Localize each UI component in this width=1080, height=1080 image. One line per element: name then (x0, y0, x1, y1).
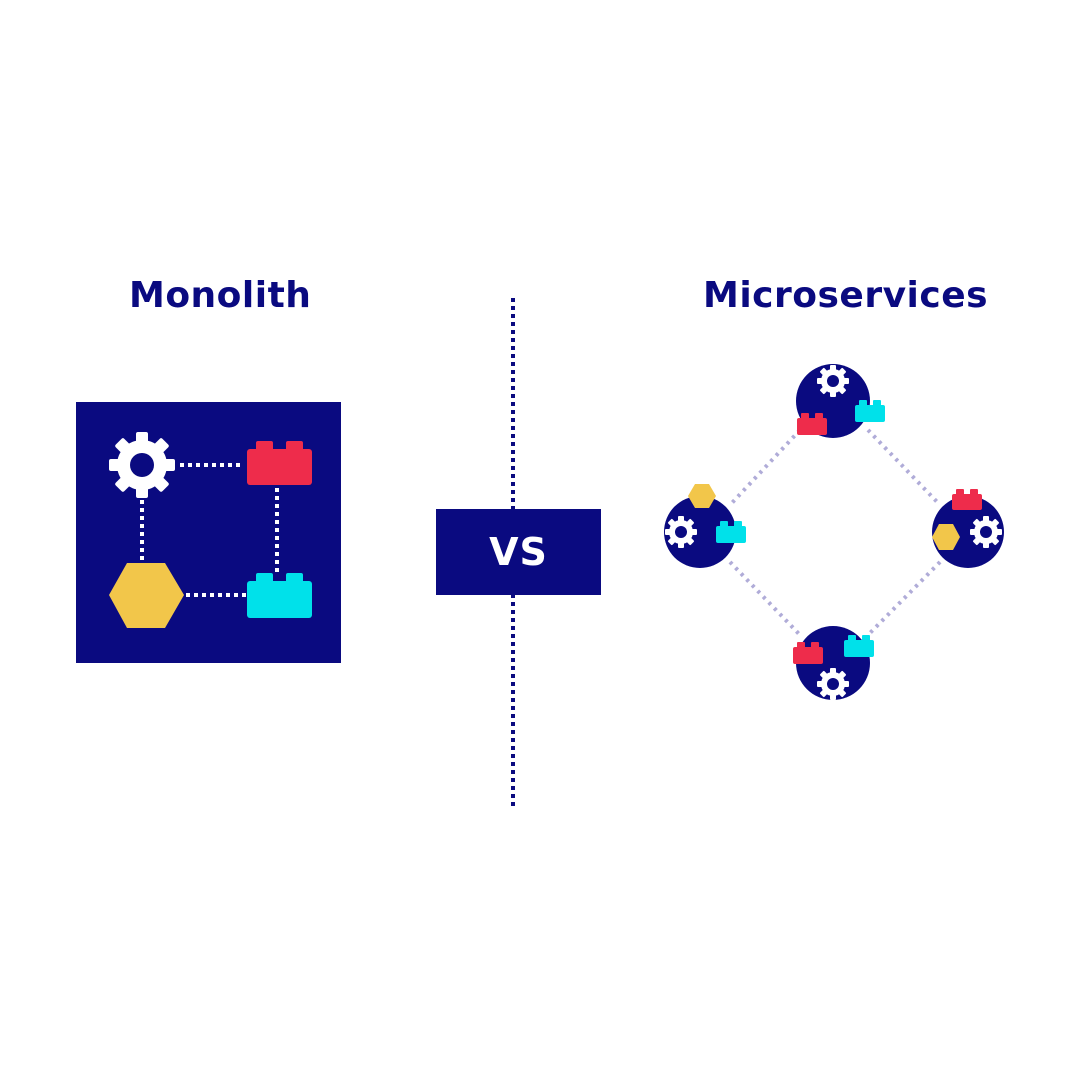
lego-brick-icon (247, 441, 312, 485)
gear-icon (817, 668, 849, 700)
service-node-right (932, 489, 1004, 568)
service-node-bottom (793, 626, 874, 700)
lego-brick-icon (716, 521, 746, 543)
hexagon-icon (932, 524, 960, 550)
lego-brick-icon (844, 635, 874, 657)
lego-brick-icon (855, 400, 885, 422)
gear-icon (970, 516, 1002, 548)
microservices-title: Microservices (703, 275, 989, 316)
vs-badge: VS (436, 509, 601, 595)
gear-icon (817, 365, 849, 397)
hexagon-icon (688, 484, 716, 508)
service-node-top (796, 364, 885, 438)
gear-icon (109, 432, 175, 498)
lego-brick-icon (797, 413, 827, 435)
lego-brick-icon (793, 642, 823, 664)
hexagon-icon (109, 563, 184, 628)
lego-brick-icon (247, 573, 312, 618)
microservices-diagram (664, 364, 1004, 700)
service-node-left (664, 484, 746, 568)
monolith-title: Monolith (129, 275, 312, 316)
monolith-diagram (76, 402, 341, 663)
monolith-connectors (140, 463, 279, 597)
gear-icon (665, 516, 697, 548)
microservices-connectors (728, 428, 942, 637)
vs-label: VS (489, 530, 548, 574)
lego-brick-icon (952, 489, 982, 510)
